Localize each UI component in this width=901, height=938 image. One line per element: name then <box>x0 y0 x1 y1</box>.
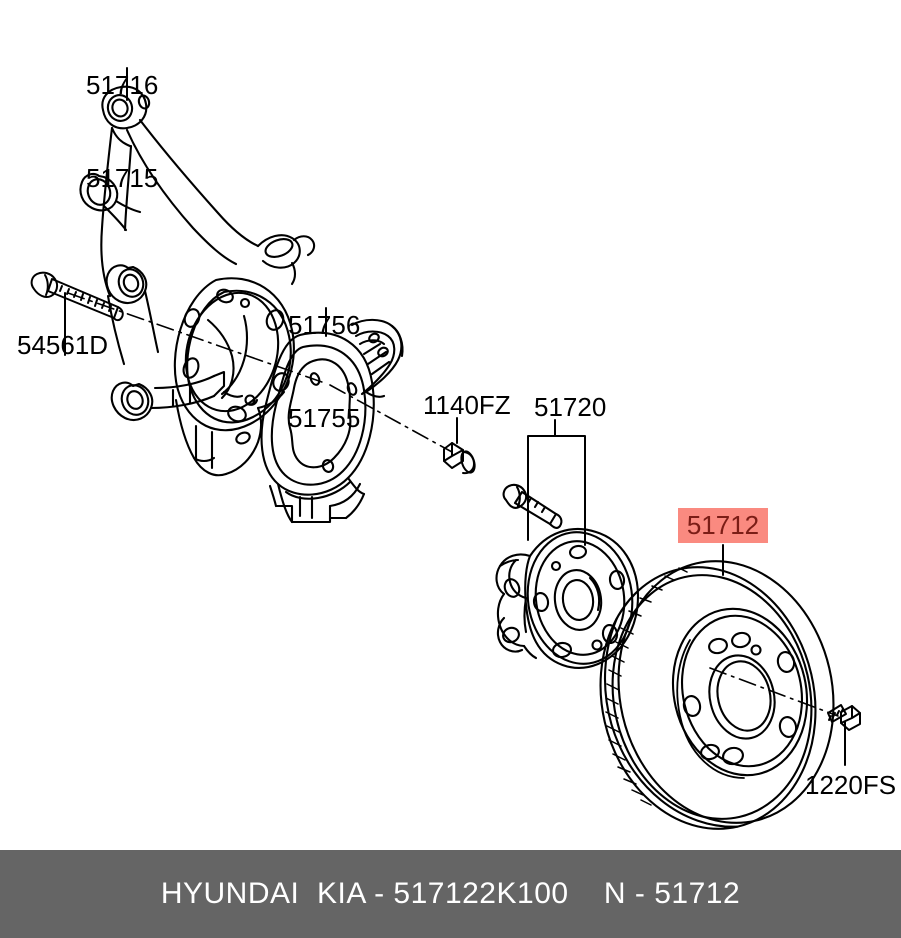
brake-disc-part <box>599 560 835 830</box>
brake-splash-shield-part <box>260 318 404 524</box>
callout-line-51716: 51716 <box>86 70 159 100</box>
disc-cooling-vanes <box>605 567 688 806</box>
callout-line-51755: 51755 <box>288 403 361 433</box>
callout-shield-bolt: 1140FZ <box>423 390 511 420</box>
callout-brake-splash-shield: 51756 51755 <box>288 248 360 496</box>
callout-disc-screw: 1220FS <box>805 770 897 800</box>
shield-bolt-part <box>443 442 476 475</box>
callout-knuckle-bolt: 54561D <box>17 330 109 360</box>
callout-line-51756: 51756 <box>288 310 361 340</box>
footer-part-reference: HYUNDAI KIA - 517122K100 N - 51712 <box>160 877 741 910</box>
callout-wheel-hub: 51720 <box>534 392 607 422</box>
callout-line-51715: 51715 <box>86 163 159 193</box>
footer-bar: HYUNDAI KIA - 517122K100 N - 51712 <box>0 850 901 938</box>
wheel-hub-bearing-part <box>495 483 640 669</box>
brake-disc-screw-part <box>827 704 861 731</box>
leader-lines <box>64 67 846 766</box>
callout-brake-disc-highlighted: 51712 <box>678 508 768 543</box>
hub-group-bracket <box>527 435 586 546</box>
knuckle-bolt-part <box>30 271 124 322</box>
callout-steering-knuckle: 51716 51715 <box>86 8 158 256</box>
